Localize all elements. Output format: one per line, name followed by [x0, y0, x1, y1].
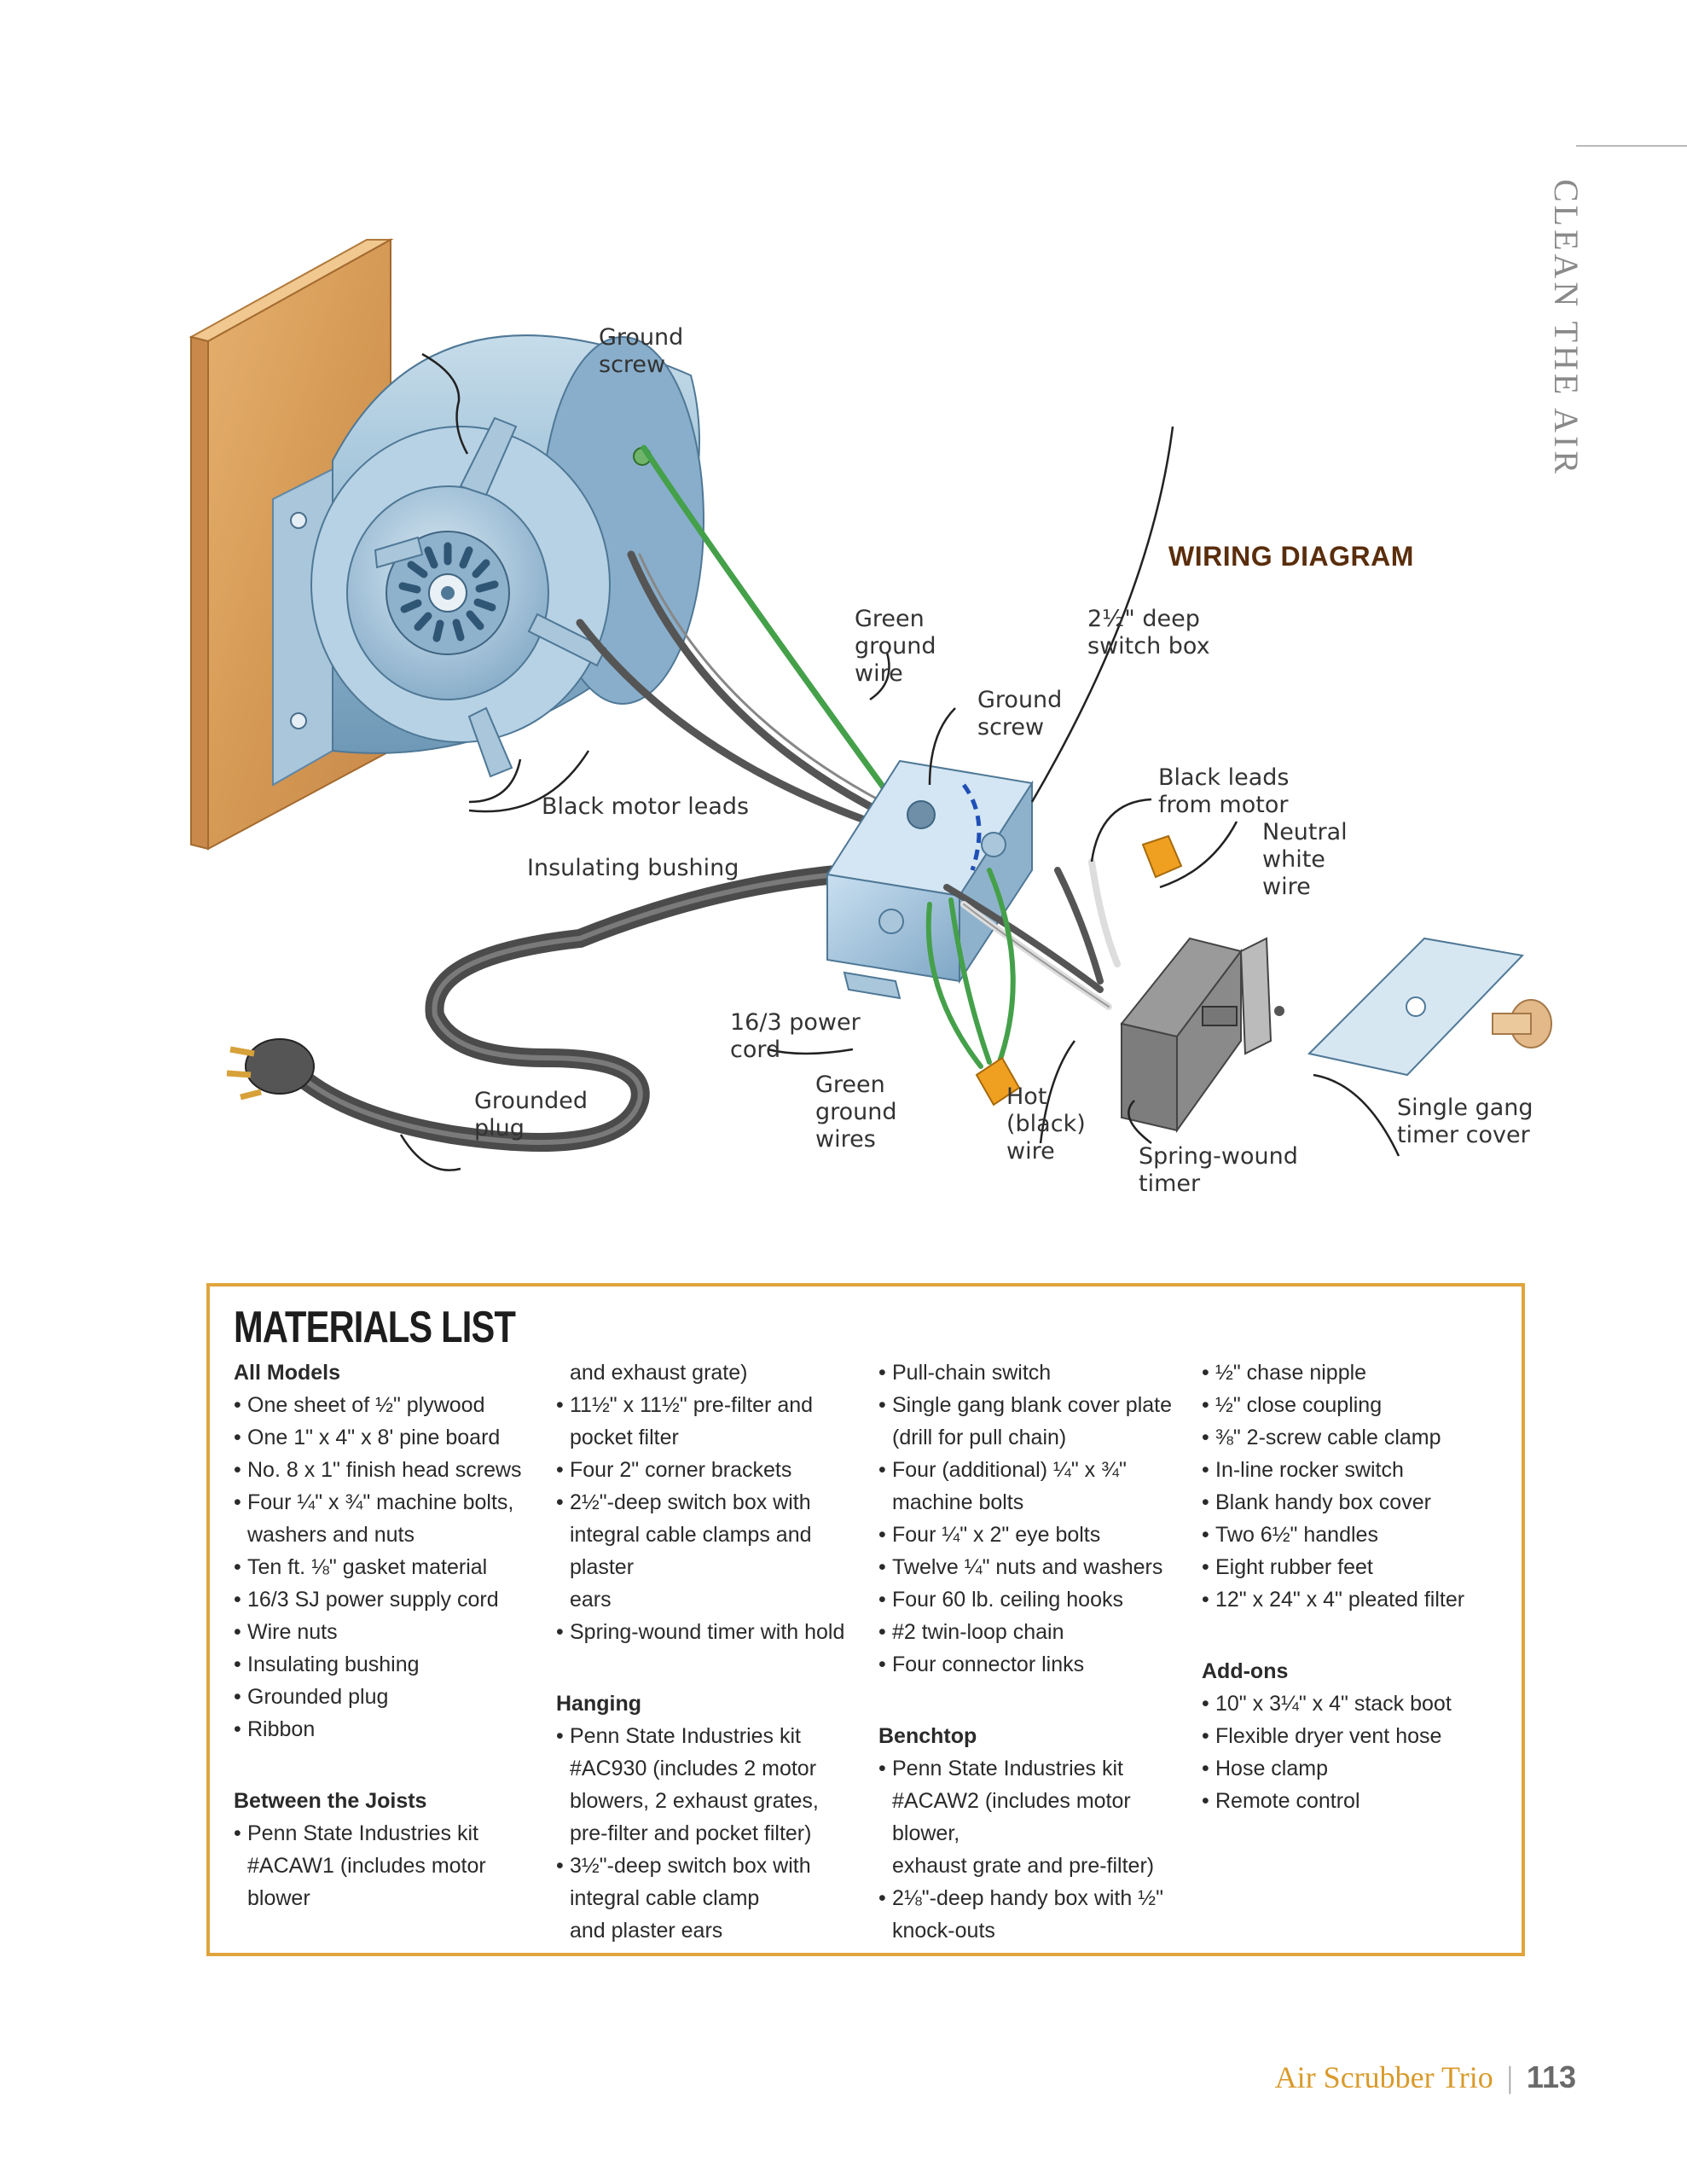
- list-item-continuation: #AC930 (includes 2 motor: [570, 1757, 817, 1780]
- list-item: Spring-wound timer with hold: [556, 1616, 872, 1648]
- list-item: Twelve ¼" nuts and washers: [878, 1551, 1194, 1583]
- list-item: ⅜" 2-screw cable clamp: [1202, 1421, 1517, 1454]
- list-item: 2⅛"-deep handy box with ½": [878, 1882, 1194, 1914]
- list-item: #2 twin-loop chain: [878, 1616, 1194, 1648]
- section-spacer: [556, 1648, 872, 1687]
- list-item: ½" close coupling: [1202, 1389, 1517, 1421]
- list-item: 10" x 3¼" x 4" stack boot: [1202, 1687, 1517, 1720]
- list-item: Insulating bushing: [234, 1648, 549, 1681]
- list-item: Ribbon: [234, 1713, 549, 1745]
- list-item: 11½" x 11½" pre-filter and: [556, 1389, 872, 1421]
- section-heading: Between the Joists: [234, 1789, 427, 1813]
- list-item: Blank handy box cover: [1202, 1486, 1517, 1519]
- list-item: Four connector links: [878, 1648, 1194, 1681]
- page-number: 113: [1526, 2059, 1576, 2094]
- section-spacer: [1202, 1616, 1517, 1655]
- running-head-rule: [1576, 145, 1687, 147]
- list-item-continuation: blowers, 2 exhaust grates,: [570, 1789, 819, 1813]
- list-item-continuation: machine bolts: [892, 1490, 1024, 1514]
- label-ground-screw-motor: Ground screw: [599, 324, 684, 378]
- footer-divider: |: [1506, 2060, 1513, 2094]
- list-item: Four 60 lb. ceiling hooks: [878, 1583, 1194, 1616]
- list-item-continuation: pre-filter and pocket filter): [570, 1821, 812, 1845]
- list-item-continuation: #ACAW2 (includes motor blower,: [892, 1789, 1131, 1845]
- list-item: Flexible dryer vent hose: [1202, 1720, 1517, 1752]
- section-spacer: [234, 1745, 549, 1785]
- label-green-ground-wire: Green ground wire: [855, 606, 936, 687]
- list-item: Two 6½" handles: [1202, 1519, 1517, 1551]
- timer-drawing: [1120, 937, 1284, 1134]
- list-item-continuation: and plaster ears: [570, 1919, 723, 1943]
- label-green-ground-wires: Green ground wires: [815, 1072, 897, 1153]
- label-timer: Spring-wound timer: [1139, 1143, 1298, 1197]
- list-item: 16/3 SJ power supply cord: [234, 1583, 549, 1616]
- list-item-continuation: pocket filter: [570, 1426, 679, 1449]
- list-item: Remote control: [1202, 1785, 1517, 1817]
- list-item-continuation: (drill for pull chain): [892, 1426, 1067, 1449]
- list-item: Four ¼" x ¾" machine bolts,: [234, 1486, 549, 1519]
- materials-column-3: Pull-chain switchSingle gang blank cover…: [878, 1356, 1194, 1947]
- materials-column-1: All ModelsOne sheet of ½" plywoodOne 1" …: [234, 1356, 549, 1914]
- label-insulating-bushing: Insulating bushing: [527, 855, 739, 881]
- wire-nuts-drawing: [975, 834, 1183, 1107]
- list-item: Ten ft. ⅛" gasket material: [234, 1551, 549, 1583]
- list-item-continuation: #ACAW1 (includes motor blower: [247, 1854, 486, 1910]
- section-spacer: [878, 1681, 1194, 1720]
- list-item: ½" chase nipple: [1202, 1356, 1517, 1389]
- label-neutral-wire: Neutral white wire: [1262, 819, 1348, 900]
- list-item: 2½"-deep switch box with: [556, 1486, 872, 1519]
- list-item: Hose clamp: [1202, 1752, 1517, 1785]
- list-item: 3½"-deep switch box with: [556, 1850, 872, 1882]
- list-item-continuation: integral cable clamps and plaster: [570, 1523, 812, 1579]
- materials-column-2: and exhaust grate) 11½" x 11½" pre-filter…: [556, 1356, 872, 1947]
- list-item: Four (additional) ¼" x ¾": [878, 1454, 1194, 1486]
- list-item-continuation: and exhaust grate): [570, 1361, 748, 1385]
- label-hot-wire: Hot (black) wire: [1006, 1083, 1086, 1165]
- list-item: Penn State Industries kit: [878, 1752, 1194, 1785]
- section-heading: Add-ons: [1202, 1659, 1289, 1683]
- list-item: No. 8 x 1" finish head screws: [234, 1454, 549, 1486]
- list-item-continuation: exhaust grate and pre-filter): [892, 1854, 1155, 1878]
- leader-lines: [399, 352, 1400, 1171]
- label-power-cord: 16/3 power cord: [730, 1009, 861, 1063]
- list-item: One 1" x 4" x 8' pine board: [234, 1421, 549, 1454]
- materials-list: MATERIALS LIST All ModelsOne sheet of ½"…: [206, 1283, 1525, 1956]
- label-timer-cover: Single gang timer cover: [1397, 1095, 1533, 1148]
- diagram-title: WIRING DIAGRAM: [1168, 541, 1414, 572]
- label-grounded-plug: Grounded plug: [474, 1088, 588, 1141]
- list-item-continuation: integral cable clamp: [570, 1886, 760, 1910]
- materials-title: MATERIALS LIST: [234, 1303, 516, 1352]
- list-item: One sheet of ½" plywood: [234, 1389, 549, 1421]
- label-ground-screw-box: Ground screw: [977, 687, 1063, 741]
- list-item: Four ¼" x 2" eye bolts: [878, 1519, 1194, 1551]
- section-heading: Hanging: [556, 1692, 641, 1716]
- list-item: Eight rubber feet: [1202, 1551, 1517, 1583]
- label-black-motor-leads: Black motor leads: [542, 793, 750, 820]
- grounded-plug-drawing: [226, 1038, 315, 1101]
- motor-leads: [576, 444, 919, 840]
- list-item: Four 2" corner brackets: [556, 1454, 872, 1486]
- timer-cover-drawing: [1307, 937, 1552, 1077]
- timer-wires: [925, 858, 1121, 1069]
- list-item: 12" x 24" x 4" pleated filter: [1202, 1583, 1517, 1616]
- list-item-continuation: washers and nuts: [247, 1523, 415, 1547]
- list-item-continuation: ears: [570, 1588, 612, 1612]
- list-item: Penn State Industries kit: [234, 1817, 549, 1850]
- list-item: Single gang blank cover plate: [878, 1389, 1194, 1421]
- section-heading: All Models: [234, 1361, 341, 1385]
- section-heading: Benchtop: [878, 1724, 977, 1748]
- footer-title: Air Scrubber Trio: [1274, 2060, 1493, 2094]
- list-item: Pull-chain switch: [878, 1356, 1194, 1389]
- list-item-continuation: knock-outs: [892, 1919, 995, 1943]
- list-item: Penn State Industries kit: [556, 1720, 872, 1752]
- list-item: Grounded plug: [234, 1681, 549, 1713]
- wiring-illustration: [188, 238, 1552, 1171]
- label-black-leads: Black leads from motor: [1158, 764, 1290, 818]
- materials-column-4: ½" chase nipple½" close coupling⅜" 2-scr…: [1202, 1356, 1517, 1817]
- page-footer: Air Scrubber Trio | 113: [1275, 2059, 1576, 2095]
- list-item: In-line rocker switch: [1202, 1454, 1517, 1486]
- list-item: Wire nuts: [234, 1616, 549, 1648]
- wiring-diagram: WIRING DIAGRAM Ground screw Green ground…: [179, 119, 1561, 1220]
- label-switch-box: 2½" deep switch box: [1087, 606, 1210, 659]
